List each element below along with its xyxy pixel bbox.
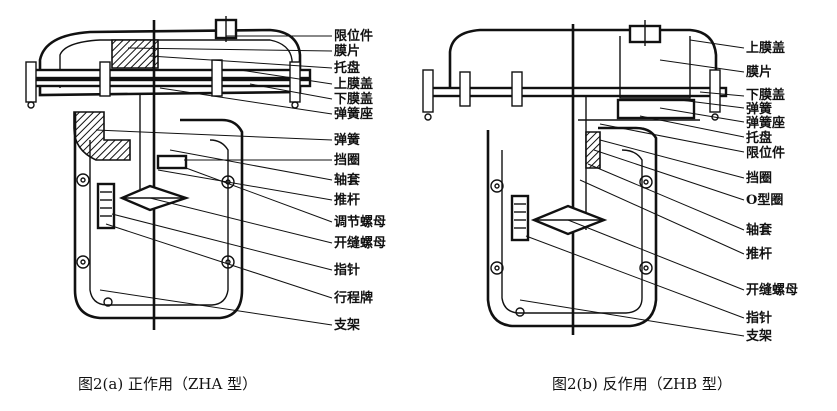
- label-a-push-rod: 推杆: [334, 192, 360, 208]
- label-b-limiter: 限位件: [746, 145, 785, 161]
- label-b-bracket: 支架: [745, 328, 772, 344]
- label-a-limiter: 限位件: [334, 28, 373, 44]
- label-a-travel-plate: 行程牌: [333, 290, 373, 306]
- diagram-a-leaders: [95, 35, 333, 326]
- label-a-bushing: 轴套: [334, 172, 361, 188]
- label-a-pointer: 指针: [334, 262, 360, 278]
- label-b-diaphragm: 膜片: [746, 64, 772, 80]
- label-a-retaining-ring: 挡圈: [334, 152, 360, 168]
- label-b-lower-cover: 下膜盖: [746, 87, 785, 103]
- label-a-spring-seat: 弹簧座: [334, 106, 373, 122]
- label-b-spring-seat: 弹簧座: [746, 115, 785, 131]
- diagram-a-drawing: [25, 16, 312, 330]
- label-b-push-rod: 推杆: [746, 246, 772, 262]
- label-a-upper-cover: 上膜盖: [334, 76, 373, 92]
- label-b-tray: 托盘: [746, 130, 772, 146]
- label-b-spring: 弹簧: [746, 101, 772, 117]
- caption-b: 图2(b) 反作用（ZHB 型）: [552, 375, 732, 393]
- label-a-tray: 托盘: [334, 60, 360, 76]
- label-a-adjusting-nut: 调节螺母: [334, 214, 386, 230]
- diagram-b-leaders: [519, 39, 745, 337]
- label-a-lower-cover: 下膜盖: [334, 91, 373, 107]
- label-a-spring: 弹簧: [334, 132, 360, 148]
- diagram-a-labels: 限位件 膜片 托盘 上膜盖 下膜盖 弹簧座 弹簧 挡圈 轴套 推杆 调节螺母 开…: [333, 28, 386, 333]
- label-b-retaining-ring: 挡圈: [746, 170, 772, 186]
- diagram-b-drawing: [422, 20, 728, 335]
- label-a-slotted-nut: 开缝螺母: [334, 235, 386, 251]
- label-b-slotted-nut: 开缝螺母: [746, 282, 798, 298]
- label-b-o-ring: O型圈: [746, 192, 783, 208]
- label-b-upper-cover: 上膜盖: [746, 40, 785, 56]
- label-a-diaphragm: 膜片: [334, 43, 360, 59]
- caption-a: 图2(a) 正作用（ZHA 型）: [78, 375, 257, 393]
- label-a-bracket: 支架: [333, 317, 360, 333]
- label-b-bushing: 轴套: [746, 222, 773, 238]
- label-b-pointer: 指针: [746, 310, 772, 326]
- diagram-b-labels: 上膜盖 膜片 下膜盖 弹簧 弹簧座 托盘 限位件 挡圈 O型圈 轴套 推杆 开缝…: [745, 40, 798, 344]
